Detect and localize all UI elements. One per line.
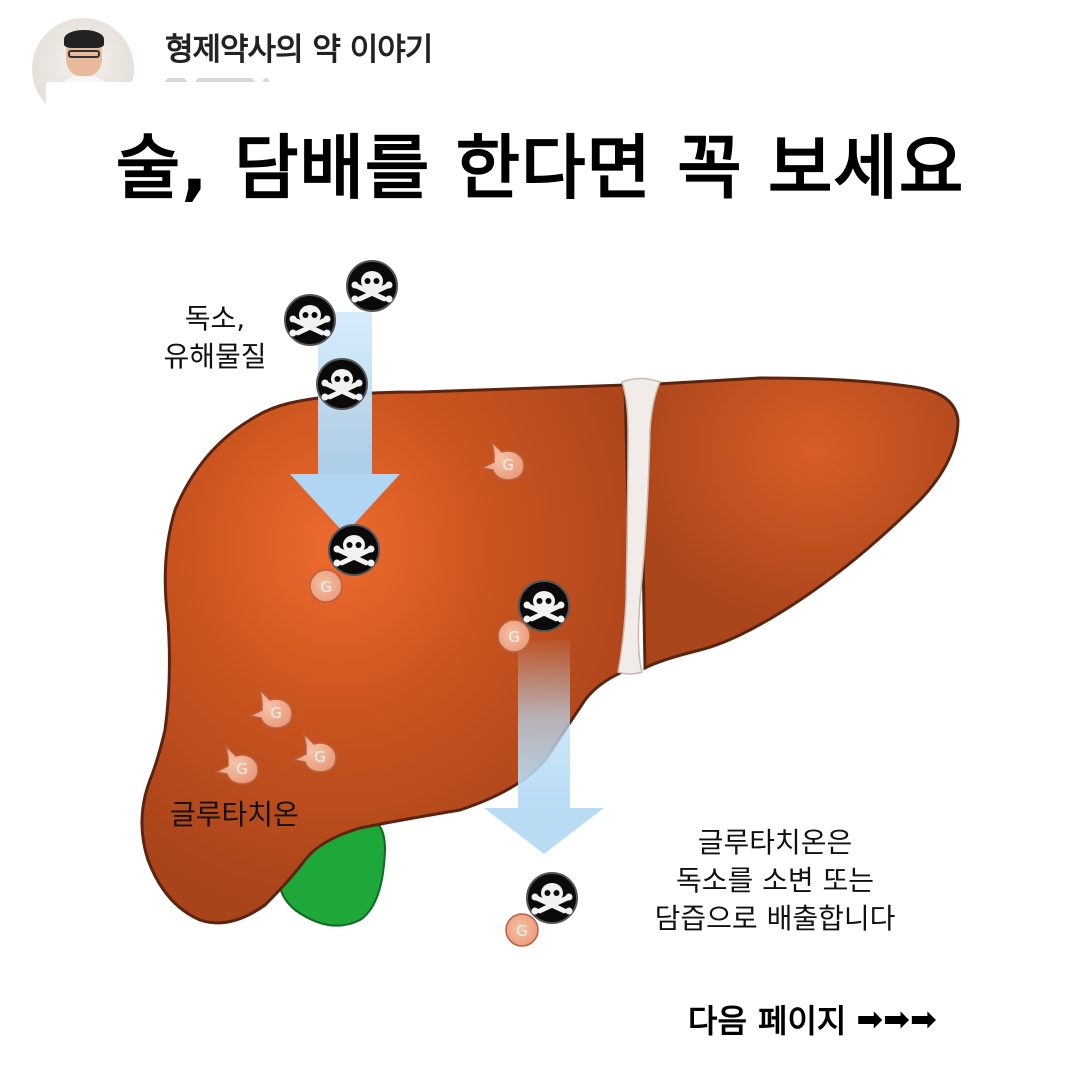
avatar-glasses — [68, 50, 100, 58]
toxin-label-line1: 독소, — [184, 302, 246, 335]
explanation-line3: 담즙으로 배출합니다 — [654, 901, 896, 935]
outflow-arrow — [484, 640, 604, 854]
liver-right-lobe — [638, 376, 960, 671]
toxin-skull-icon — [346, 260, 398, 312]
page-title: 술, 담배를 한다면 꼭 보세요 — [115, 127, 965, 209]
explanation-line2: 독소를 소변 또는 — [675, 863, 875, 897]
next-page-button[interactable]: 다음 페이지 ➡➡➡ — [688, 996, 937, 1042]
header-cover-strip — [46, 82, 1046, 122]
channel-name[interactable]: 형제약사의 약 이야기 — [165, 32, 433, 68]
toxin-label-line2: 유해물질 — [163, 339, 267, 373]
toxin-skull-icon — [284, 294, 336, 346]
avatar-hair — [64, 30, 104, 48]
falciform-ligament — [617, 377, 662, 675]
glutathione-label: 글루타치온 — [170, 798, 299, 831]
toxin-label: 독소, 유해물질 — [150, 300, 280, 376]
right-arrows-icon: ➡➡➡ — [856, 1000, 937, 1038]
explanation-text: 글루타치온은 독소를 소변 또는 담즙으로 배출합니다 — [610, 824, 940, 937]
bound-complex-3 — [505, 872, 578, 947]
liver-left-lobe — [140, 383, 634, 925]
toxin-skull-icon — [316, 358, 368, 410]
next-page-label: 다음 페이지 — [688, 1002, 847, 1040]
explanation-line1: 글루타치온은 — [697, 826, 853, 859]
